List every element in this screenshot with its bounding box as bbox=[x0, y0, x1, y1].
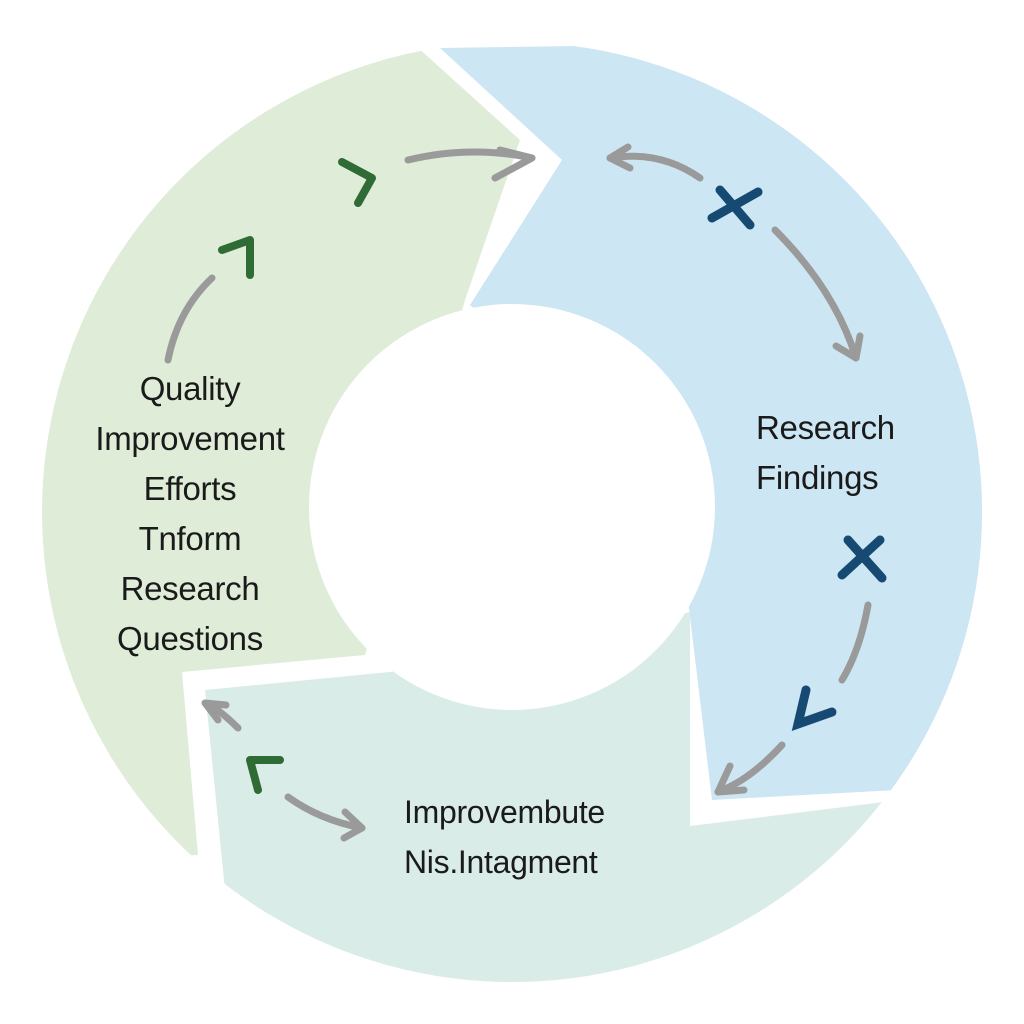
curved-arrow-icon bbox=[714, 762, 748, 796]
segment-label-left: Quality Improvement Efforts Tnform Resea… bbox=[60, 364, 320, 664]
segment-label-bottom: Improvembute Nis.Intagment bbox=[404, 787, 605, 887]
chevron-icon bbox=[246, 756, 284, 794]
label-line: Questions bbox=[117, 620, 263, 657]
label-line: Quality bbox=[139, 370, 241, 407]
curved-arrow-icon bbox=[606, 143, 634, 172]
curved-arrow-icon bbox=[201, 699, 230, 724]
chevron-icon bbox=[218, 236, 254, 279]
segment-label-right: Research Findings bbox=[756, 403, 895, 503]
curved-arrow-icon bbox=[838, 601, 872, 684]
label-line: Improvembute bbox=[404, 794, 605, 830]
label-line: Research bbox=[120, 570, 260, 607]
curved-arrow-icon bbox=[340, 808, 366, 842]
label-line: Improvement bbox=[95, 420, 285, 457]
curved-arrow-icon bbox=[606, 152, 704, 182]
curved-arrow-icon bbox=[771, 226, 860, 362]
label-line: Efforts bbox=[143, 470, 237, 507]
segment-green bbox=[40, 45, 520, 860]
curved-arrow-icon bbox=[208, 702, 242, 732]
label-line: Tnform bbox=[138, 520, 242, 557]
label-line: Research bbox=[756, 409, 895, 446]
segment-teal bbox=[205, 612, 900, 1000]
curved-arrow-icon bbox=[491, 146, 536, 182]
label-line: Findings bbox=[756, 459, 879, 496]
chevron-icon bbox=[338, 158, 376, 207]
cross-icon bbox=[837, 535, 887, 583]
curved-arrow-icon bbox=[284, 793, 366, 832]
cross-icon bbox=[707, 185, 763, 230]
label-line: Nis.Intagment bbox=[404, 844, 598, 880]
segment-blue bbox=[440, 40, 990, 800]
curved-arrow-icon bbox=[164, 274, 216, 364]
curved-arrow-icon bbox=[832, 332, 864, 362]
chevron-icon bbox=[791, 685, 837, 731]
